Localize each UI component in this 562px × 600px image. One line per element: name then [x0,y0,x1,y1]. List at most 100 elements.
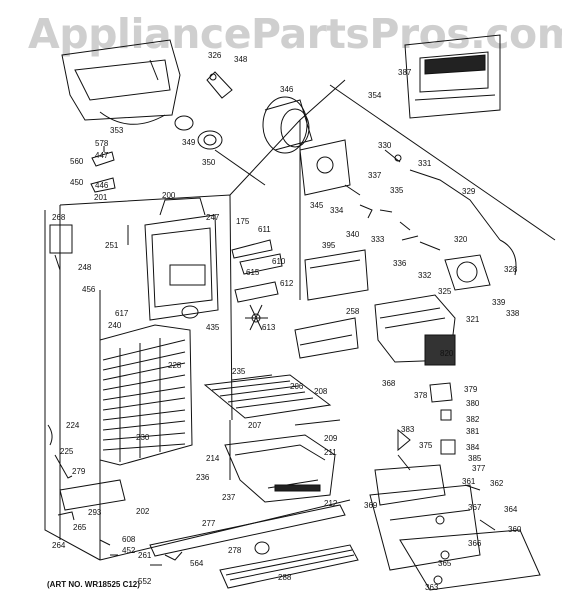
part-number-367: 367 [468,503,482,512]
part-number-258: 258 [346,307,360,316]
part-number-230: 230 [136,433,150,442]
ice-maker [374,239,517,366]
part-number-225: 225 [60,447,74,456]
part-number-353: 353 [110,126,124,135]
part-number-560: 560 [70,157,84,166]
part-number-611: 611 [258,225,271,234]
art-number-note: (ART NO. WR18525 C12) [47,580,140,589]
part-number-368: 368 [382,379,396,388]
part-number-265: 265 [73,523,87,532]
part-number-264: 264 [52,541,66,550]
part-number-384: 384 [466,443,480,452]
part-number-209: 209 [324,434,338,443]
part-number-268: 268 [52,213,66,222]
part-number-224: 224 [66,421,80,430]
ice-bucket [61,39,181,125]
small-fittings [344,149,501,251]
part-number-364: 364 [504,505,518,514]
part-number-212: 212 [324,499,338,508]
part-number-362: 362 [490,479,504,488]
part-number-381: 381 [466,427,480,436]
part-number-608: 608 [122,535,136,544]
part-number-369: 369 [364,501,378,510]
part-number-247: 247 [206,213,220,222]
part-number-387: 387 [398,68,412,77]
part-number-326: 326 [208,51,222,60]
shelves [203,374,341,426]
part-number-385: 385 [468,454,482,463]
part-number-201: 201 [94,193,108,202]
part-number-395: 395 [322,241,336,250]
part-number-293: 293 [88,508,102,517]
part-number-377: 377 [472,464,486,473]
part-number-214: 214 [206,454,220,463]
part-number-202: 202 [136,507,150,516]
part-number-615: 615 [246,268,260,277]
part-number-378: 378 [414,391,428,400]
part-number-564: 564 [190,559,204,568]
crisper-drawer [224,434,336,503]
control-housing [294,139,369,359]
part-number-235: 235 [232,367,246,376]
part-number-277: 277 [202,519,216,528]
part-number-240: 240 [108,321,122,330]
ice-door-assembly [404,34,501,119]
part-number-435: 435 [206,323,220,332]
part-number-251: 251 [105,241,119,250]
part-number-365: 365 [438,559,452,568]
part-number-333: 333 [371,235,385,244]
part-number-366: 366 [468,539,482,548]
part-number-380: 380 [466,399,480,408]
watermark: AppliancePartsPros.com [28,10,562,58]
part-number-228: 228 [168,361,182,370]
part-number-578: 578 [95,139,109,148]
part-number-329: 329 [462,187,476,196]
part-number-350: 350 [202,158,216,167]
left-brackets [47,146,116,479]
fan-brackets [231,239,283,331]
part-number-332: 332 [418,271,432,280]
part-number-236: 236 [196,473,210,482]
base-assembly [57,479,359,589]
part-number-613: 613 [262,323,276,332]
part-number-337: 337 [368,171,382,180]
part-number-375: 375 [419,441,433,450]
part-number-447: 447 [95,151,109,160]
part-number-382: 382 [466,415,480,424]
part-number-237: 237 [222,493,236,502]
air-duct [127,197,219,321]
part-number-450: 450 [70,178,84,187]
part-number-320: 320 [454,235,468,244]
part-number-321: 321 [466,315,480,324]
part-number-328: 328 [504,265,518,274]
part-number-349: 349 [182,138,196,147]
part-number-361: 361 [462,477,476,486]
part-number-200: 200 [162,191,176,200]
part-number-383: 383 [401,425,415,434]
part-number-175: 175 [236,217,250,226]
part-number-336: 336 [393,259,407,268]
part-number-360: 360 [508,525,522,534]
part-number-610: 610 [272,257,286,266]
part-number-338: 338 [506,309,520,318]
part-number-208: 208 [314,387,328,396]
part-number-330: 330 [378,141,392,150]
part-number-340: 340 [346,230,360,239]
part-number-348: 348 [234,55,248,64]
part-number-345: 345 [310,201,324,210]
part-number-206: 206 [290,382,304,391]
part-number-334: 334 [330,206,344,215]
part-number-354: 354 [368,91,382,100]
part-number-617: 617 [115,309,129,318]
part-number-278: 278 [228,546,242,555]
part-number-279: 279 [72,467,86,476]
part-number-248: 248 [78,263,92,272]
part-number-339: 339 [492,298,506,307]
part-number-261: 261 [138,551,152,560]
part-number-820: 820 [440,349,454,358]
right-lower-module [369,382,541,591]
part-number-288: 288 [278,573,292,582]
